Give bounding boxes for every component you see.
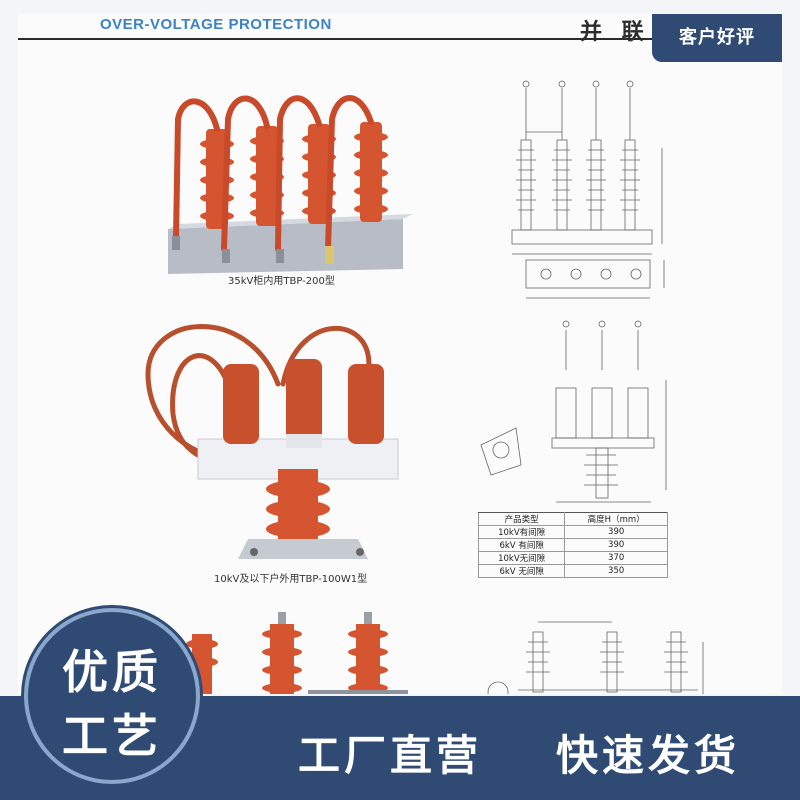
product-caption-1: 35kV柜内用TBP-200型	[228, 276, 335, 287]
table-row: 10kV无间隙 370	[477, 551, 668, 565]
table-cell: 370	[564, 551, 668, 565]
catalog-sheet: OVER-VOLTAGE PROTECTION 并 联	[18, 14, 782, 694]
slogan-fast-delivery: 快速发货	[556, 731, 741, 780]
table-cell: 390	[564, 538, 668, 552]
table-cell: 10kV无间隙	[477, 551, 566, 565]
section-title: OVER-VOLTAGE PROTECTION	[100, 16, 332, 33]
customer-review-badge[interactable]: 客户好评	[652, 14, 782, 62]
arrester-product-photo-3	[186, 612, 408, 694]
quality-badge: 优质 工艺	[24, 608, 200, 784]
table-header-row: 产品类型 高度H（mm）	[477, 512, 668, 526]
table-header-cell: 高度H（mm）	[564, 512, 668, 526]
table-row: 6kV 无间隙 350	[477, 564, 668, 578]
header-divider	[18, 38, 782, 40]
table-cell: 390	[564, 525, 668, 539]
table-header-cell: 产品类型	[477, 512, 566, 526]
table-row: 6kV 有间隙 390	[477, 538, 668, 552]
spec-table: 产品类型 高度H（mm） 10kV有间隙 390 6kV 有间隙 390 10k…	[477, 512, 668, 578]
table-cell: 6kV 有间隙	[477, 538, 566, 552]
table-cell: 10kV有间隙	[477, 525, 566, 539]
technical-drawing-1	[511, 80, 665, 299]
table-cell: 350	[564, 564, 668, 578]
technical-drawing-3	[487, 621, 704, 694]
table-row: 10kV有间隙 390	[477, 525, 668, 539]
table-cell: 6kV 无间隙	[477, 564, 566, 578]
product-caption-2: 10kV及以下户外用TBP-100W1型	[214, 574, 368, 585]
quality-badge-line-2: 工艺	[62, 709, 162, 763]
arrester-product-photo-2	[145, 324, 399, 559]
quality-badge-line-1: 优质	[62, 645, 162, 699]
section-title-cjk: 并 联	[580, 20, 650, 45]
slogan-factory-direct: 工厂直营	[298, 731, 483, 780]
arrester-product-photo-1	[168, 95, 413, 274]
technical-drawing-2	[480, 320, 667, 503]
